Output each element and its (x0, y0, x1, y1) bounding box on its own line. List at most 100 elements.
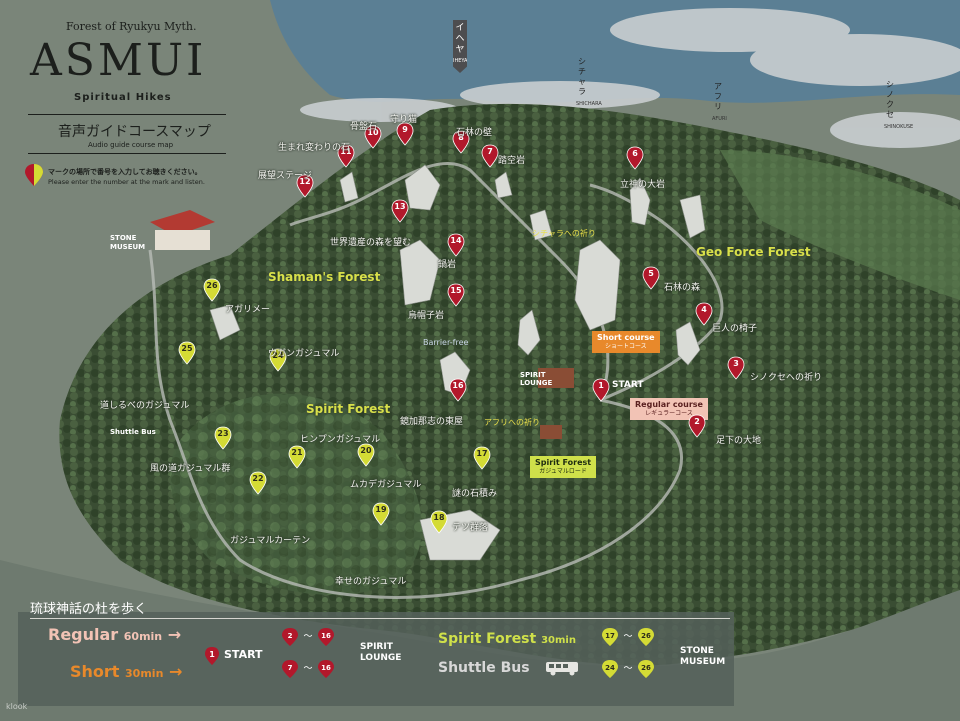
spot-label-13: 世界遺産の森を望む (330, 238, 412, 248)
svg-text:〜: 〜 (623, 632, 632, 642)
spot-label-2: 足下の大地 (716, 436, 762, 446)
header-divider (28, 114, 226, 115)
spot-number: 1 (598, 381, 604, 390)
spot-label-3: シノクセへの祈り (750, 373, 823, 383)
instruction-jp: マークの場所で番号を入力してお聴きください。 (48, 168, 202, 176)
spot-number: 9 (402, 125, 408, 134)
map-pin-icon (249, 471, 267, 495)
spot-label-16: 鏡加那志の東屋 (400, 417, 464, 427)
map-title-en: Audio guide course map (88, 141, 174, 149)
route-label-shichara: シチャラSHICHARA (576, 57, 602, 107)
svg-text:7: 7 (288, 664, 293, 672)
spot-number: 4 (701, 305, 707, 314)
map-pin-icon (269, 348, 287, 372)
map-pin-icon (688, 414, 706, 438)
map-pin-icon (642, 266, 660, 290)
spot-label-25: 道しるべのガジュマル (100, 401, 190, 411)
map-pin-icon (481, 144, 499, 168)
spot-number: 13 (394, 202, 406, 211)
svg-text:24: 24 (605, 664, 615, 672)
spot-number: 14 (450, 236, 462, 245)
spot-label-11: 生まれ変わりの石 (278, 143, 351, 153)
shuttle-bus-label: Shuttle Bus (110, 428, 156, 436)
spot-number: 22 (252, 474, 264, 483)
stone-museum-building (150, 210, 215, 250)
map-pin-icon (203, 278, 221, 302)
route-label-shinokuse: シノクセSHINOKUSE (884, 80, 913, 130)
spot-number: 15 (450, 286, 462, 295)
map-pin-icon (473, 446, 491, 470)
start-label: START (612, 380, 644, 390)
spot-number: 17 (476, 449, 488, 458)
svg-text:2: 2 (288, 632, 293, 640)
spot-number: 23 (217, 429, 229, 438)
map-pin-icon (364, 125, 382, 149)
spot-number: 26 (206, 281, 218, 290)
spot-number: 7 (487, 147, 493, 156)
spot-label-22: ガジュマルカーテン (230, 536, 311, 546)
map-pin-icon (178, 341, 196, 365)
spot-number: 6 (632, 149, 638, 158)
zone-geo-force-forest: Geo Force Forest (696, 245, 811, 259)
legend-regular: Regular 60min → (48, 625, 182, 644)
spot-label-12: 展望ステージ (258, 171, 312, 181)
shichara-prayer-label: シチャラへの祈り (532, 229, 596, 238)
spot-label-5: 石林の森 (664, 283, 701, 293)
svg-text:1: 1 (209, 650, 215, 659)
spot-label-18: テツ群落 (452, 523, 489, 533)
pin-legend-icon (25, 164, 43, 186)
legend-short: Short 30min → (70, 662, 183, 681)
spot-label-20: ムカデガジュマル (350, 480, 422, 490)
header-subtitle: Forest of Ryukyu Myth. (66, 20, 197, 33)
legend-shuttle-bus: Shuttle Bus (438, 660, 530, 676)
spot-number: 3 (733, 359, 739, 368)
spot-number: 2 (694, 417, 700, 426)
legend-range-red: 2 16 7 16 〜 〜 (282, 628, 334, 678)
header-divider-2 (28, 153, 226, 154)
spot-number: 20 (360, 446, 372, 455)
stone-museum-label: STONE MUSEUM (110, 234, 146, 251)
map-pin-icon (727, 356, 745, 380)
map-pin-icon (430, 510, 448, 534)
spot-label-4: 巨人の椅子 (712, 324, 758, 334)
legend-range-yellow: 17 26 24 26 〜 〜 (602, 628, 654, 678)
map-pin-icon (372, 502, 390, 526)
spot-number: 18 (433, 513, 445, 522)
spot-label-10: 骨盤石 (350, 122, 378, 132)
spot-label-19: 幸せのガジュマル (335, 577, 407, 587)
svg-text:〜: 〜 (303, 632, 312, 642)
watermark-text: klook (6, 702, 28, 711)
zone-shamans-forest: Shaman's Forest (268, 270, 381, 284)
barrier-free-label: Barrier-free (423, 338, 469, 347)
spot-label-7: 踏空岩 (498, 156, 526, 166)
svg-text:〜: 〜 (623, 664, 632, 674)
svg-text:16: 16 (321, 632, 331, 640)
spot-number: 8 (458, 133, 464, 142)
svg-text:16: 16 (321, 664, 331, 672)
spot-number: 25 (181, 344, 193, 353)
map-pin-icon (396, 122, 414, 146)
spot-number: 5 (648, 269, 654, 278)
spot-number: 12 (299, 177, 311, 186)
map-pin-icon (447, 233, 465, 257)
spot-label-8: 石林の壁 (456, 128, 493, 138)
map-pin-icon (447, 283, 465, 307)
map-pin-icon (337, 144, 355, 168)
spot-label-21: ヒンプンガジュマル (300, 435, 381, 445)
svg-text:26: 26 (641, 632, 651, 640)
spot-number: 24 (272, 351, 284, 360)
map-pin-icon (449, 378, 467, 402)
spot-label-23: 風の道ガジュマル群 (150, 464, 231, 474)
legend-spirit-forest: Spirit Forest 30min (438, 631, 576, 647)
afuri-prayer-label: アフリへの祈り (484, 418, 540, 427)
zone-spirit-forest: Spirit Forest (306, 402, 391, 416)
legend-divider (30, 618, 730, 619)
spot-label-17: 謎の石積み (452, 489, 498, 499)
map-pin-icon (296, 174, 314, 198)
